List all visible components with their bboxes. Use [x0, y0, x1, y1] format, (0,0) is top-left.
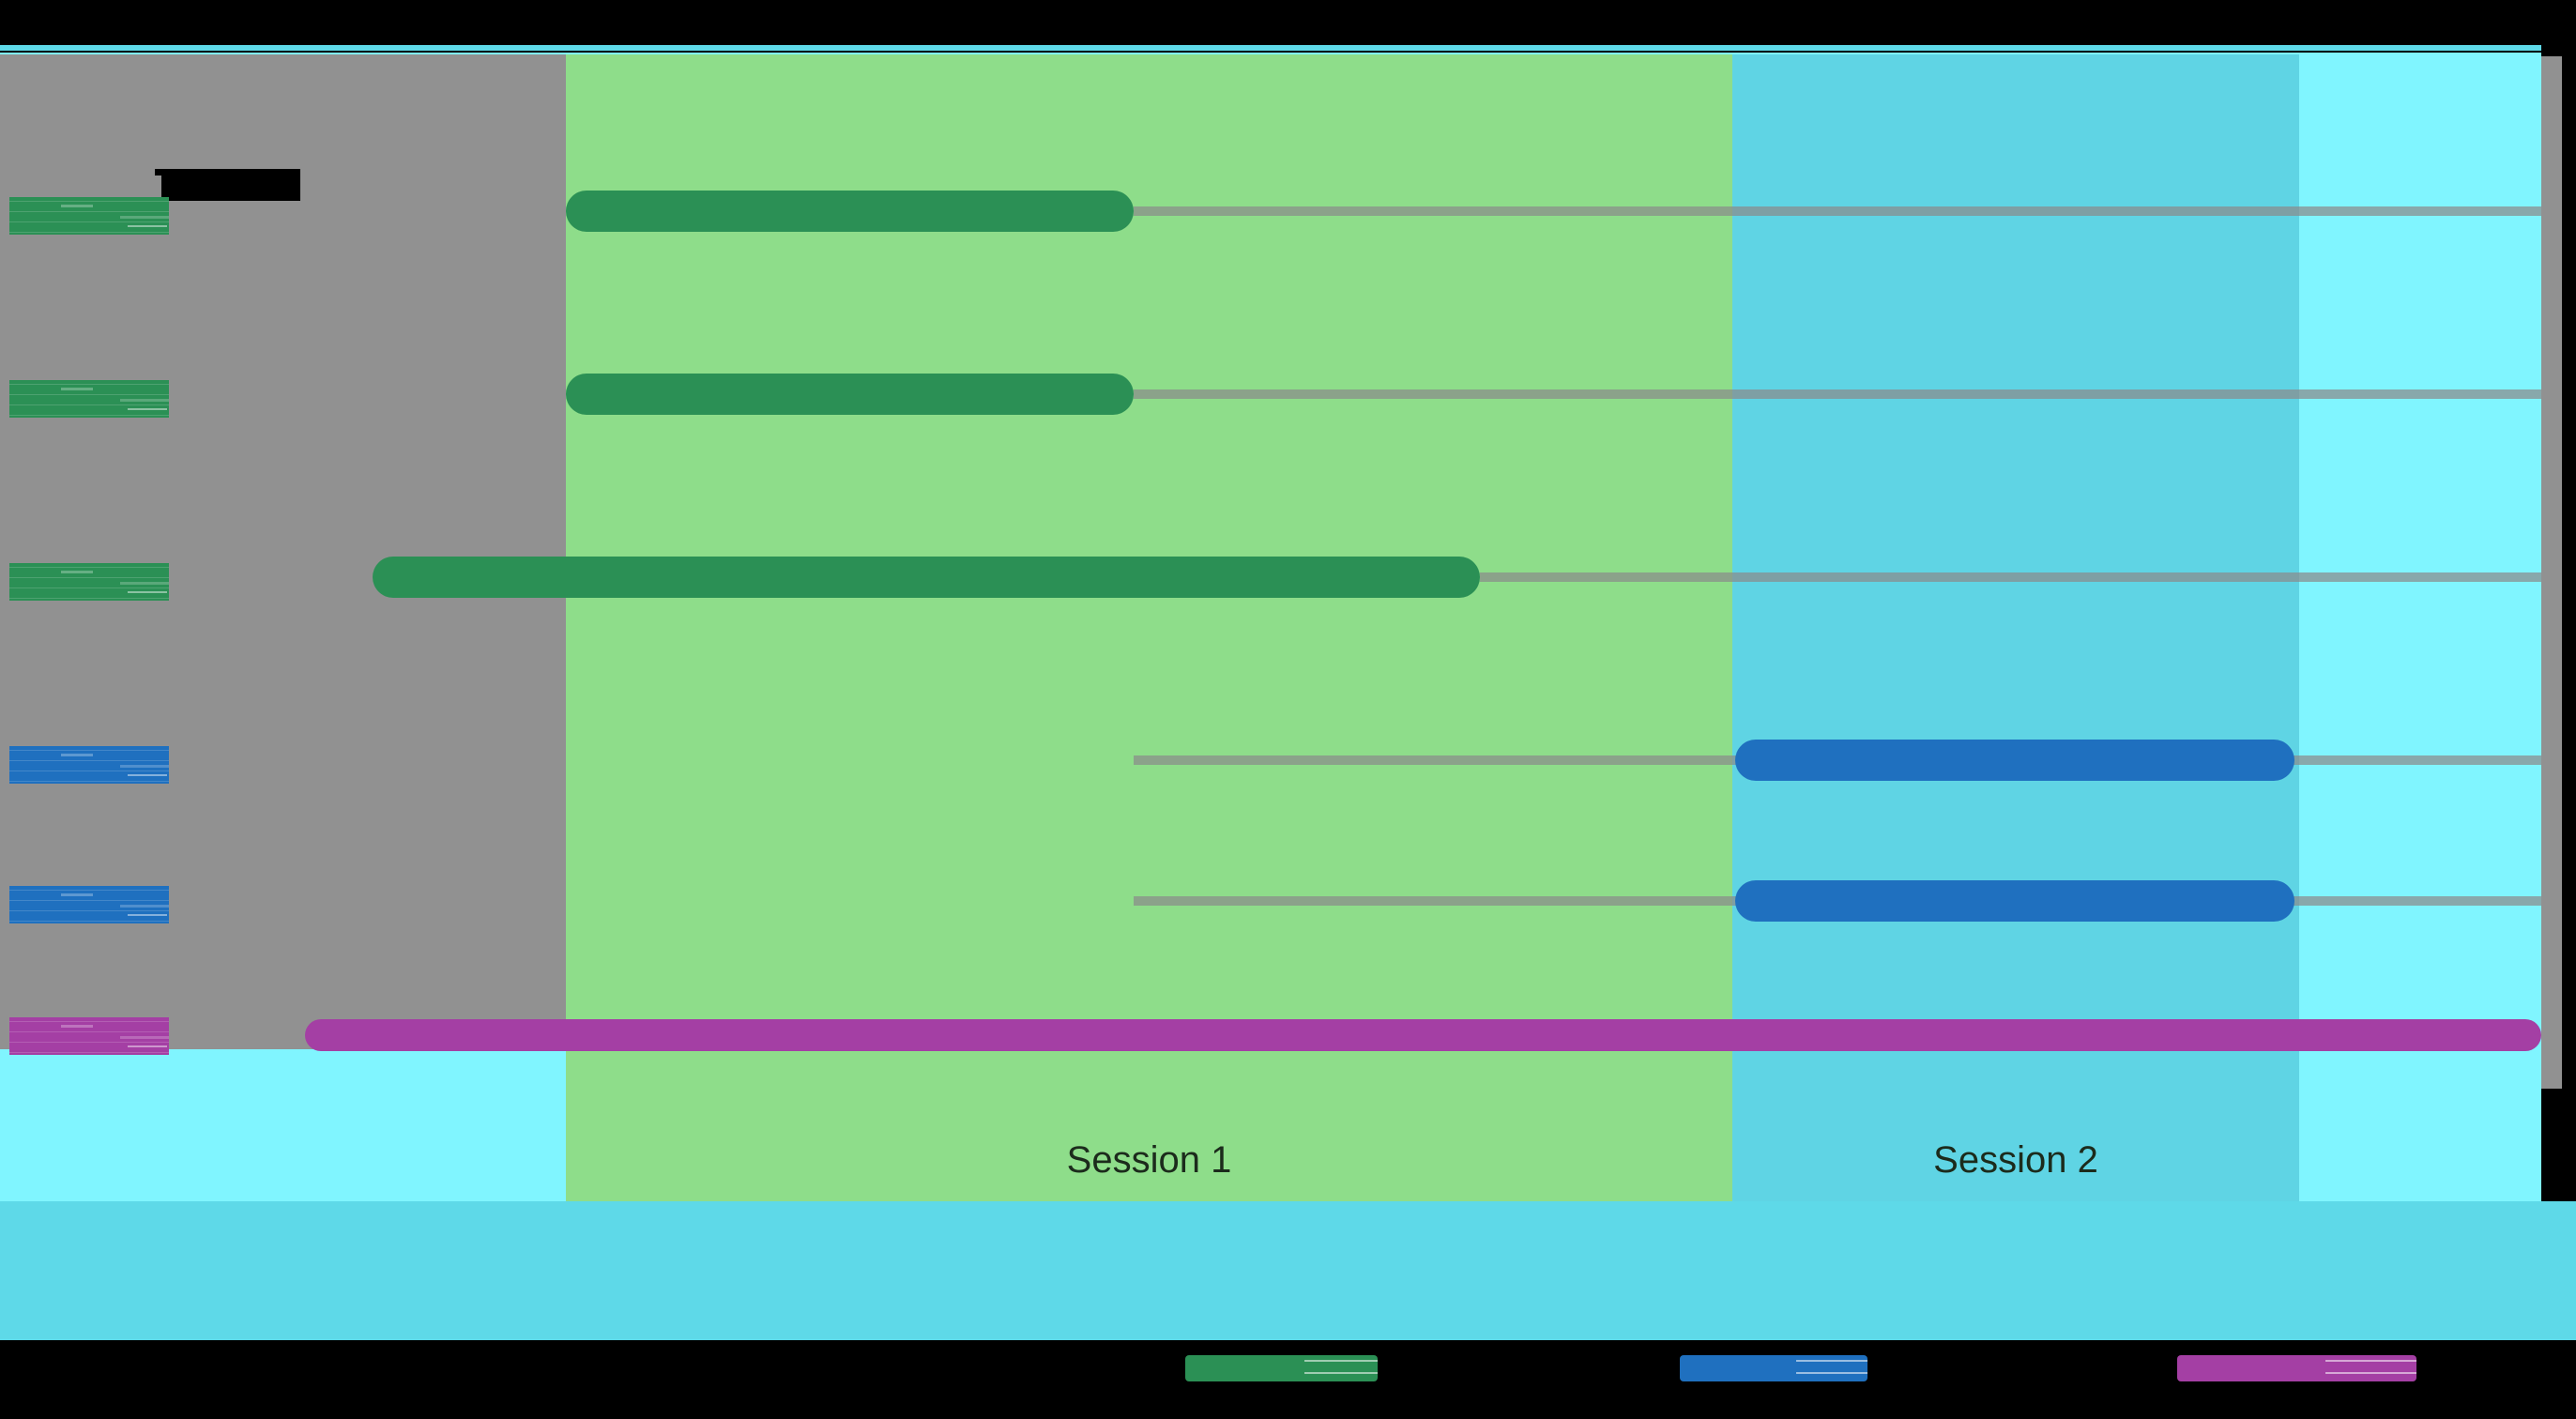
redaction-noise: [9, 746, 169, 784]
redaction-noise: [9, 1017, 169, 1055]
redaction-noise: [9, 886, 169, 923]
legend-dataset-a-text: dataset A: [1185, 1355, 1186, 1356]
legend-dataset-b-text: dataset B: [1680, 1355, 1681, 1356]
row-label-row-a2: dataset A2: [9, 380, 169, 418]
legend-dataset-c[interactable]: dataset C: [2177, 1355, 2416, 1381]
legend-dataset-b[interactable]: dataset B: [1680, 1355, 1867, 1381]
legend-dataset-a[interactable]: dataset A: [1185, 1355, 1378, 1381]
legend-redaction-lines: [1304, 1355, 1378, 1381]
redaction-noise: [9, 563, 169, 601]
legend-redaction-lines: [2325, 1355, 2416, 1381]
trailing-band: [2299, 54, 2541, 1201]
bar-row-a3[interactable]: [373, 557, 1480, 598]
row-label-row-a1: dataset A1: [9, 197, 169, 235]
top-rule-light-cyan: [0, 53, 2541, 55]
row-label-row-c: dataset C: [9, 1017, 169, 1055]
bar-row-a1[interactable]: [566, 191, 1134, 232]
session-2-label: Session 2: [1933, 1139, 2098, 1181]
row-label-row-a3: dataset A3: [9, 563, 169, 601]
row-baseline: [1134, 389, 2541, 399]
redaction-noise: [9, 380, 169, 418]
row-baseline: [1480, 572, 2541, 582]
right-scroll-strip[interactable]: [2541, 56, 2562, 1089]
legend-redaction-lines: [1796, 1355, 1867, 1381]
redaction-noise: [9, 197, 169, 235]
top-rule-cyan: [0, 45, 2541, 51]
title-tick: [155, 169, 166, 175]
session-2-band: [1732, 54, 2299, 1201]
legend-dataset-c-text: dataset C: [2177, 1355, 2178, 1356]
bar-row-c[interactable]: [305, 1019, 2541, 1051]
session-1-label: Session 1: [1066, 1139, 1232, 1181]
row-label-text-row-c: dataset C: [9, 1017, 10, 1018]
row-label-text-row-a3: dataset A3: [9, 563, 10, 564]
gantt-chart: dataset A1 dataset A2 dataset A3 dataset B1…: [0, 45, 2541, 1201]
legend-band: [0, 1201, 2576, 1340]
bar-row-b2[interactable]: [1735, 880, 2294, 922]
label-gutter-footer: [0, 1049, 566, 1201]
row-label-row-b2: dataset B2: [9, 886, 169, 923]
bar-row-a2[interactable]: [566, 374, 1134, 415]
row-label-text-row-b1: dataset B1: [9, 746, 10, 747]
row-label-row-b1: dataset B1: [9, 746, 169, 784]
session-1-band: [566, 54, 1732, 1201]
row-baseline: [1134, 206, 2541, 216]
row-label-text-row-b2: dataset B2: [9, 886, 10, 887]
row-label-text-row-a2: dataset A2: [9, 380, 10, 381]
legend: dataset A dataset B dataset C: [0, 1340, 2576, 1419]
bar-row-b1[interactable]: [1735, 740, 2294, 781]
page-title: [155, 169, 300, 201]
row-label-text-row-a1: dataset A1: [9, 197, 10, 198]
